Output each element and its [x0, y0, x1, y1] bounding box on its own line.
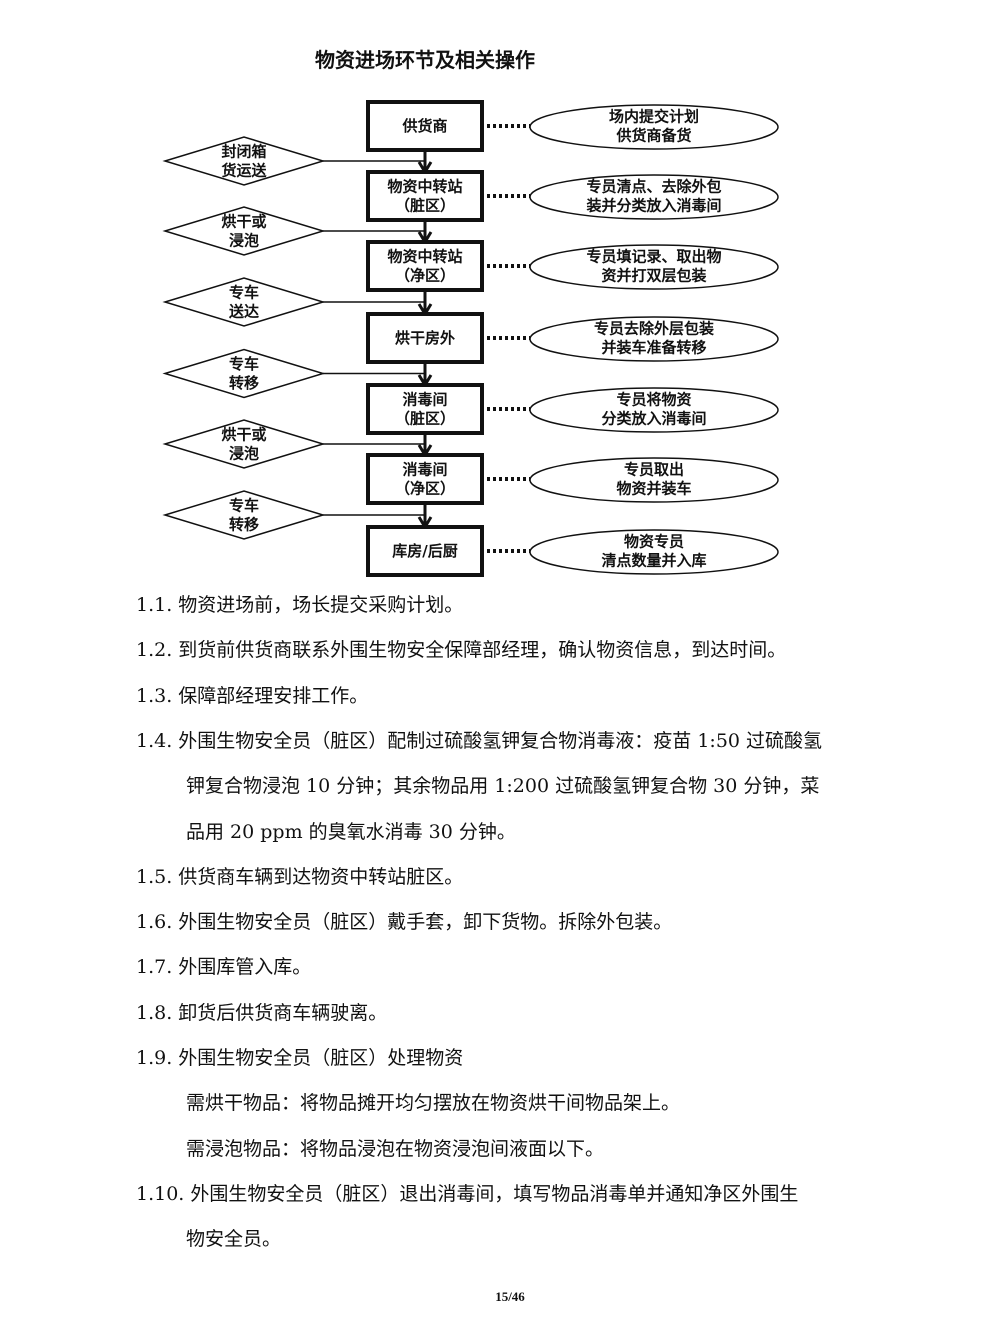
transport-label: 转移 — [229, 516, 259, 534]
transport-label: 专车 — [229, 284, 259, 302]
paragraph-line: 需浸泡物品：将物品浸泡在物资浸泡间液面以下。 — [186, 1137, 605, 1160]
transport-diamond — [162, 277, 326, 327]
flow-step-label: 消毒间 — [402, 391, 447, 409]
transport-diamond — [162, 348, 326, 399]
flow-step-label: （脏区） — [395, 197, 455, 215]
operation-label: 资并打双层包装 — [601, 267, 707, 285]
operation-label: 专员取出 — [624, 461, 684, 479]
operation-ellipse — [529, 529, 779, 575]
operation-label: 场内提交计划 — [609, 108, 699, 126]
operation-label: 专员清点、去除外包 — [586, 178, 721, 196]
paragraph-line: 需烘干物品：将物品摊开均匀摆放在物资烘干间物品架上。 — [186, 1092, 681, 1115]
operation-ellipse — [529, 387, 779, 433]
paragraph-line: 1.5. 供货商车辆到达物资中转站脏区。 — [136, 865, 464, 888]
flow-step-label: 物资中转站 — [387, 248, 462, 266]
paragraph-line: 物安全员。 — [186, 1228, 282, 1251]
transport-diamond — [162, 490, 326, 540]
operation-ellipse — [529, 457, 779, 503]
paragraph-line: 1.10. 外围生物安全员（脏区）退出消毒间，填写物品消毒单并通知净区外围生 — [136, 1182, 799, 1205]
flow-step-label: 烘干房外 — [395, 329, 455, 347]
paragraph-line: 1.7. 外围库管入库。 — [136, 956, 312, 979]
paragraph-line: 1.4. 外围生物安全员（脏区）配制过硫酸氢钾复合物消毒液：疫苗 1:50 过硫… — [136, 729, 823, 752]
transport-label: 专车 — [229, 497, 259, 515]
paragraph-line: 1.9. 外围生物安全员（脏区）处理物资 — [136, 1047, 464, 1069]
operation-ellipse — [529, 104, 779, 150]
operation-label: 并装车准备转移 — [601, 339, 706, 357]
transport-diamond — [162, 419, 326, 469]
operation-label: 供货商备货 — [615, 127, 691, 145]
operation-label: 清点数量并入库 — [601, 552, 706, 570]
transport-label: 烘干或 — [221, 213, 266, 231]
paragraph-line: 品用 20 ppm 的臭氧水消毒 30 分钟。 — [186, 820, 516, 843]
transport-label: 浸泡 — [229, 445, 259, 463]
page-title: 物资进场环节及相关操作 — [315, 48, 535, 72]
transport-label: 烘干或 — [221, 426, 266, 444]
operation-label: 专员将物资 — [616, 391, 691, 409]
transport-label: 浸泡 — [229, 232, 259, 250]
flow-step-box — [366, 453, 484, 505]
flow-step-label: （净区） — [395, 480, 455, 498]
page-number: 15/46 — [495, 1289, 525, 1304]
operation-label: 装并分类放入消毒间 — [585, 197, 721, 215]
operation-label: 物资并装车 — [616, 480, 691, 498]
operation-ellipse — [529, 316, 779, 362]
flow-step-box — [366, 383, 484, 435]
paragraph-line: 1.6. 外围生物安全员（脏区）戴手套，卸下货物。拆除外包装。 — [136, 911, 673, 934]
operation-ellipse — [529, 174, 779, 220]
paragraph-line: 钾复合物浸泡 10 分钟；其余物品用 1:200 过硫酸氢钾复合物 30 分钟，… — [186, 775, 820, 798]
transport-label: 送达 — [228, 303, 259, 321]
flow-step-label: 消毒间 — [402, 461, 447, 479]
flow-step-box — [366, 525, 484, 577]
transport-label: 转移 — [229, 374, 259, 392]
operation-label: 专员去除外层包装 — [594, 320, 715, 338]
transport-label: 封闭箱 — [221, 143, 266, 161]
flow-step-box — [366, 100, 484, 152]
flow-step-box — [366, 312, 484, 364]
flow-step-box — [366, 170, 484, 222]
flowchart: 供货商物资中转站（脏区）物资中转站（净区）烘干房外消毒间（脏区）消毒间（净区）库… — [162, 100, 779, 577]
paragraph-line: 1.1. 物资进场前，场长提交采购计划。 — [136, 594, 464, 616]
flow-step-label: 供货商 — [401, 117, 447, 135]
transport-diamond — [162, 136, 326, 186]
operation-label: 分类放入消毒间 — [601, 410, 706, 428]
transport-label: 货运送 — [221, 162, 267, 180]
paragraph-line: 1.2. 到货前供货商联系外围生物安全保障部经理，确认物资信息，到达时间。 — [136, 639, 787, 662]
transport-diamond — [162, 206, 326, 256]
flow-step-label: （脏区） — [395, 410, 455, 428]
paragraph-line: 1.3. 保障部经理安排工作。 — [136, 684, 369, 707]
operation-ellipse — [529, 244, 779, 290]
flow-step-label: 物资中转站 — [387, 178, 462, 196]
transport-label: 专车 — [229, 355, 259, 373]
flow-step-box — [366, 240, 484, 292]
flow-step-label: 库房/后厨 — [392, 542, 457, 560]
operation-label: 物资专员 — [624, 533, 684, 551]
paragraph-line: 1.8. 卸货后供货商车辆驶离。 — [136, 1001, 388, 1024]
flow-step-label: （净区） — [395, 267, 455, 285]
operation-label: 专员填记录、取出物 — [586, 248, 721, 266]
